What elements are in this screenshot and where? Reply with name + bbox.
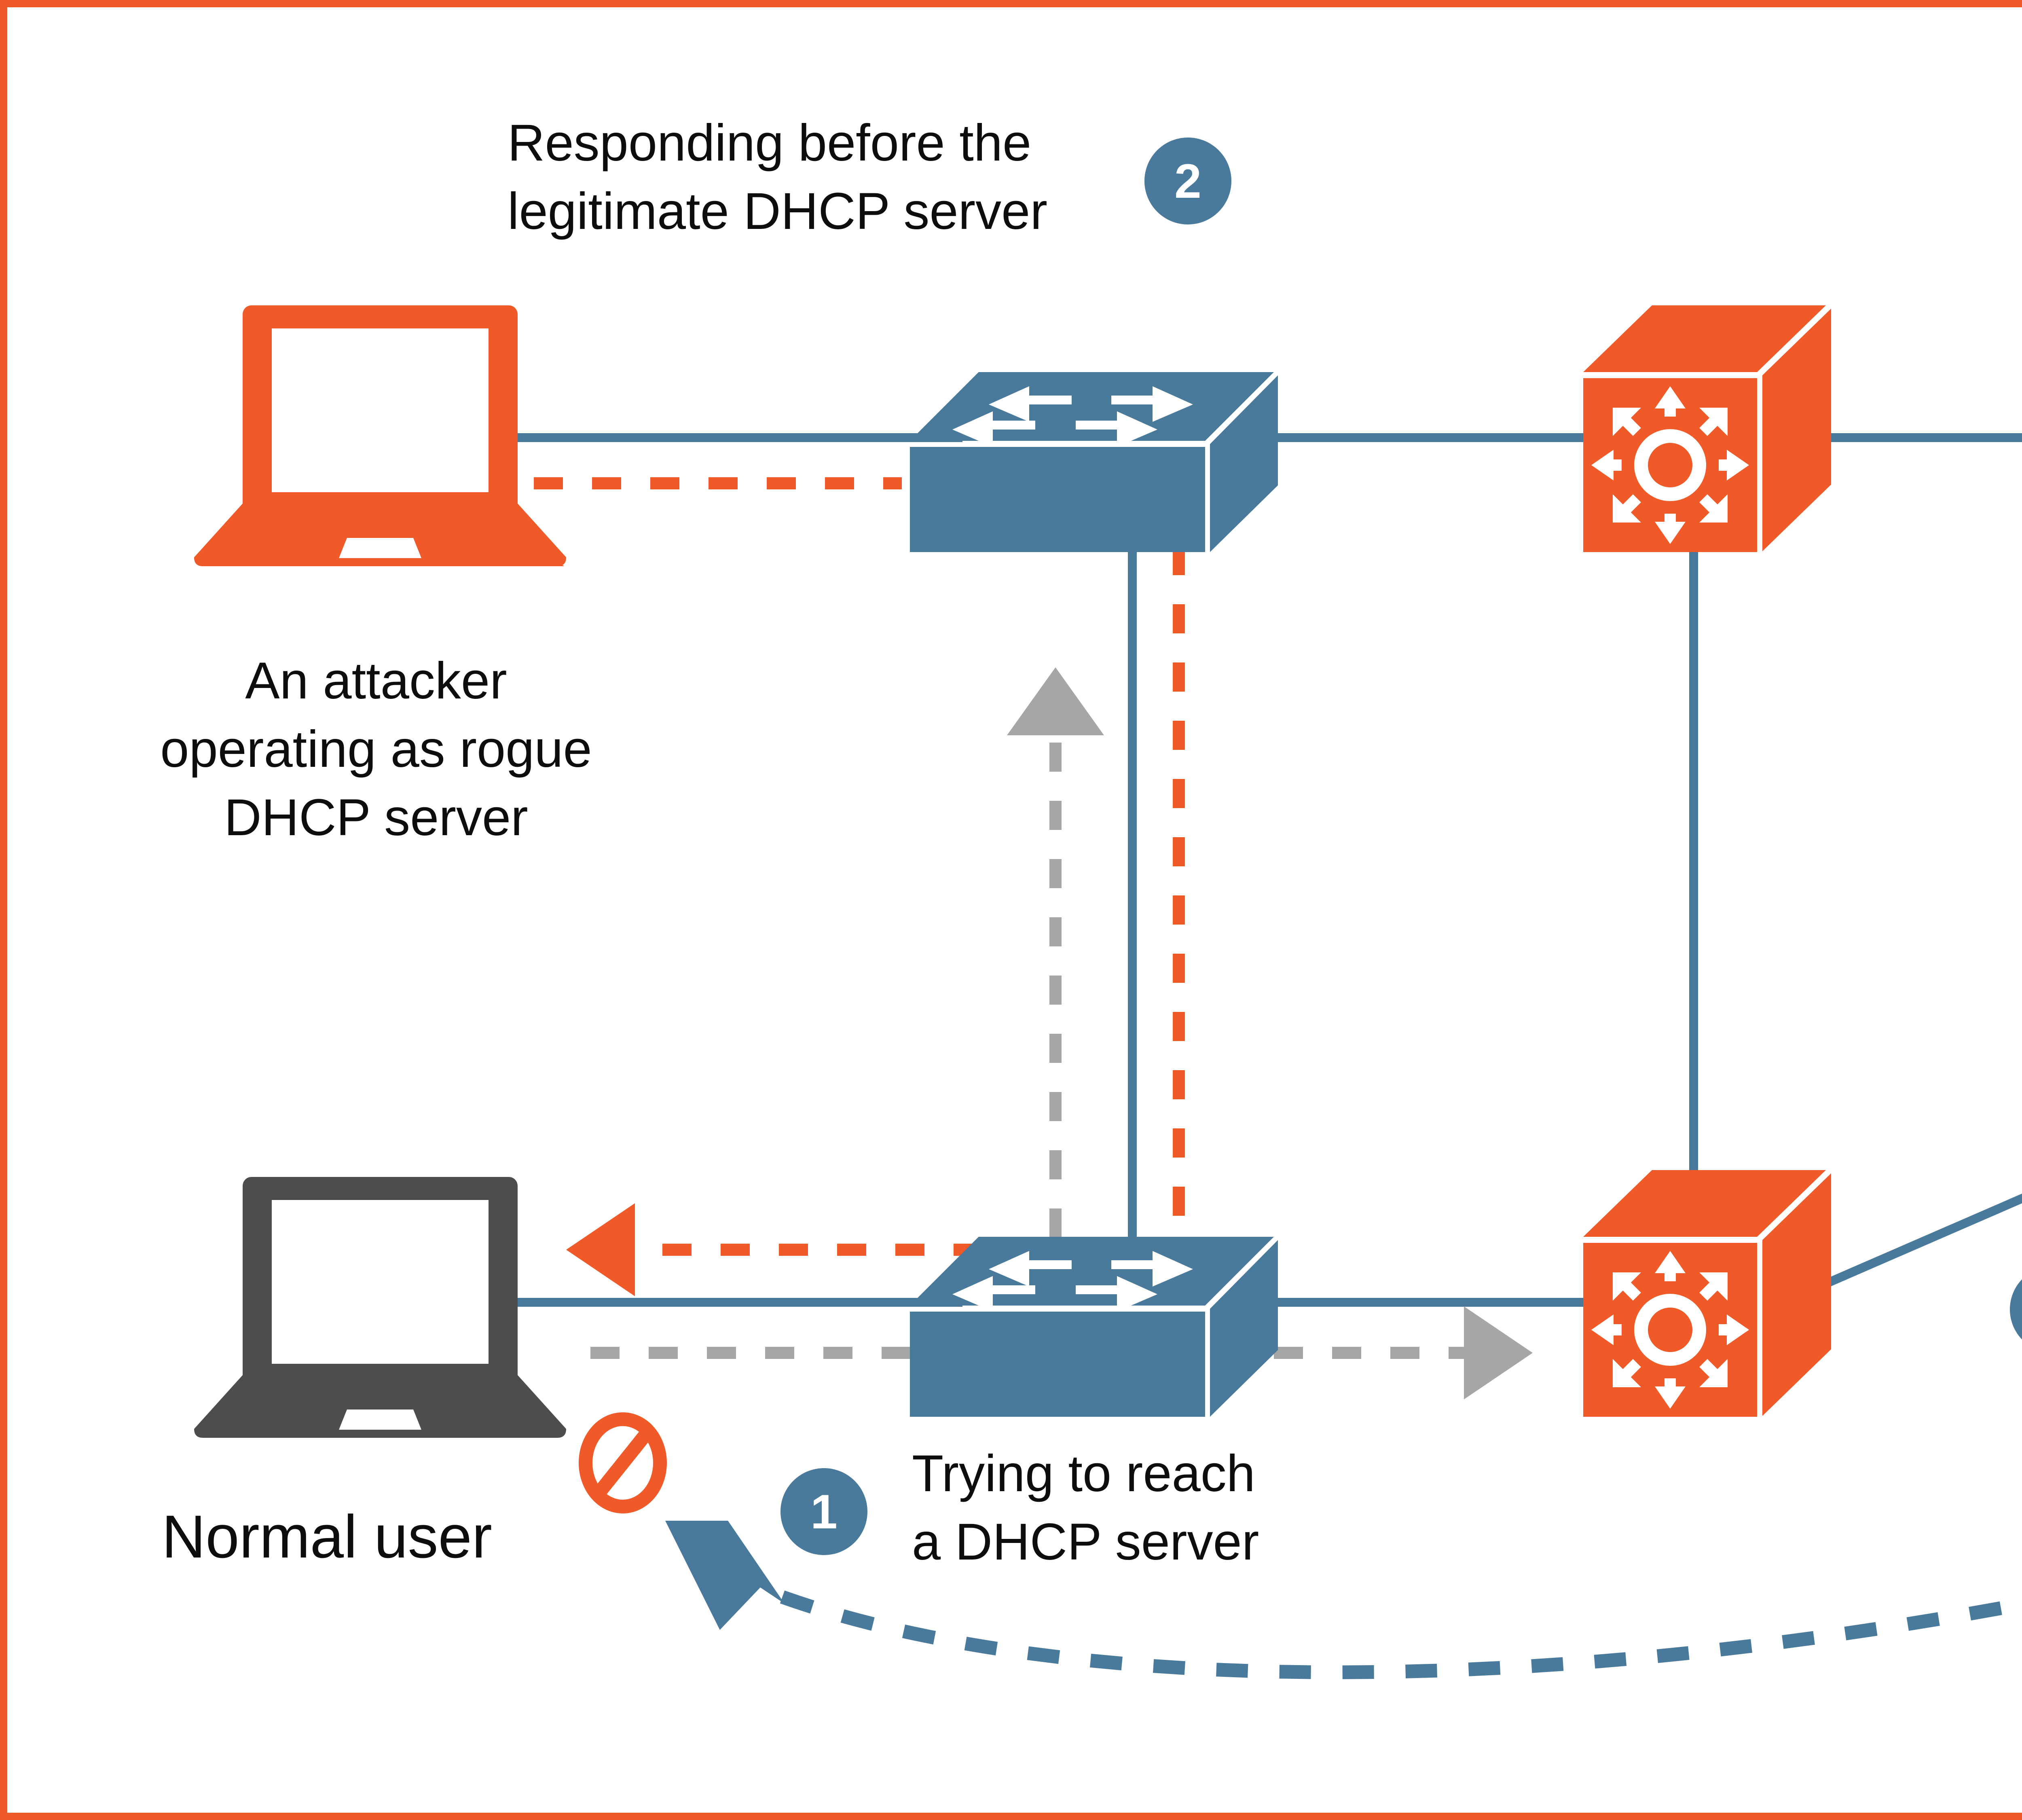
arrowhead-discover-up — [1007, 667, 1104, 735]
prohibited-icon — [579, 1412, 667, 1513]
step-1-number: 1 — [810, 1484, 838, 1539]
router-icon-top — [1583, 305, 1831, 552]
link-router-bottom-to-router-middle — [1800, 1194, 2022, 1299]
step-2-text: Responding before the legitimate DHCP se… — [508, 114, 1047, 240]
link-router-top-to-router-middle — [1802, 433, 2022, 442]
step-2-number: 2 — [1174, 154, 1201, 208]
normal-user-label: Normal user — [162, 1503, 492, 1570]
router-icon-bottom — [1583, 1170, 1831, 1417]
laptop-icon-attacker — [194, 305, 566, 566]
attacker-label: An attacker operating as rogue DHCP serv… — [160, 652, 592, 847]
arrowhead-rogue-offer — [566, 1203, 635, 1296]
step-2-badge: 2 — [1144, 138, 1231, 224]
step-1-badge: 1 — [780, 1468, 867, 1555]
laptop-icon-normal-user — [194, 1177, 566, 1438]
network-switch-icon-top — [910, 372, 1278, 552]
arrowhead-legit-offer — [665, 1521, 785, 1630]
step-1-text: Trying to reach a DHCP server — [912, 1445, 1259, 1571]
network-switch-icon-bottom — [910, 1237, 1278, 1417]
arrowhead-discover-right — [1464, 1306, 1533, 1399]
